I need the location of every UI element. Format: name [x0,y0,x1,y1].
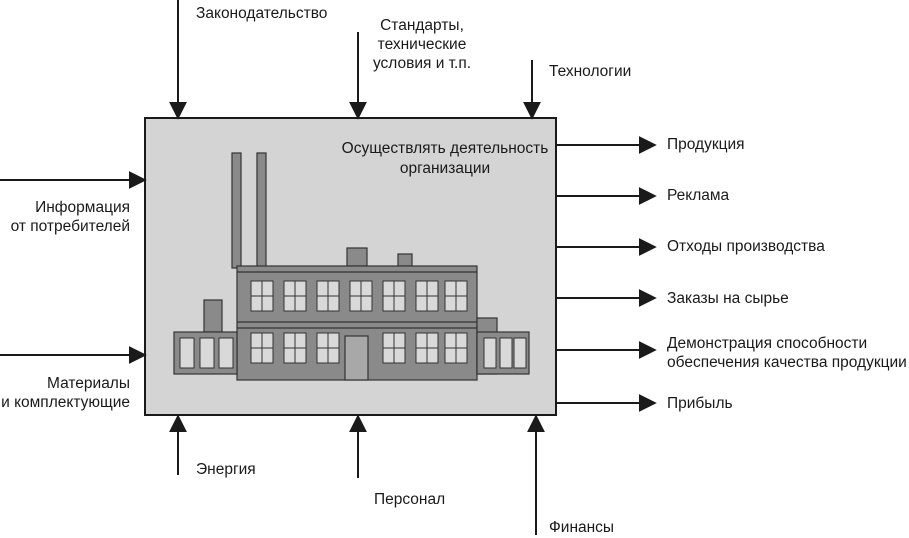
label-finance: Финансы [549,519,615,536]
label-standards-line1: Стандарты, [380,17,464,34]
factory-window [513,337,527,369]
factory-windows [179,280,527,369]
label-info-line2: от потребителей [10,218,130,235]
label-demo-line2: обеспечения качества продукции [667,354,907,371]
label-materials-line1: Материалы [47,375,130,392]
factory-window [199,337,215,369]
factory-window [499,337,513,369]
label-demo: Демонстрация способности обеспечения кач… [667,334,907,372]
factory-window [179,337,195,369]
label-standards-line2: технические [377,36,467,53]
process-title: Осуществлять деятельность организации [330,139,560,179]
label-legislation: Законодательство [196,5,328,22]
label-standards: Стандарты, технические условия и т.п. [366,16,478,73]
label-info: Информация от потребителей [4,198,130,236]
label-energy: Энергия [196,461,256,478]
label-demo-line1: Демонстрация способности [667,335,868,352]
label-standards-line3: условия и т.п. [372,55,472,72]
factory-window [483,337,497,369]
process-title-line2: организации [399,160,491,177]
label-materials-line2: и комплектующие [1,394,130,411]
process-title-line1: Осуществлять деятельность [341,140,549,157]
label-products: Продукция [667,136,745,153]
label-technologies: Технологии [549,63,632,80]
label-advertising: Реклама [667,187,730,204]
label-materials: Материалы и комплектующие [0,374,130,412]
factory-window [218,337,234,369]
label-waste: Отходы производства [667,238,825,255]
label-profit: Прибыль [667,395,733,412]
label-personnel: Персонал [374,491,446,508]
label-info-line1: Информация [35,199,130,216]
label-orders: Заказы на сырье [667,290,789,307]
